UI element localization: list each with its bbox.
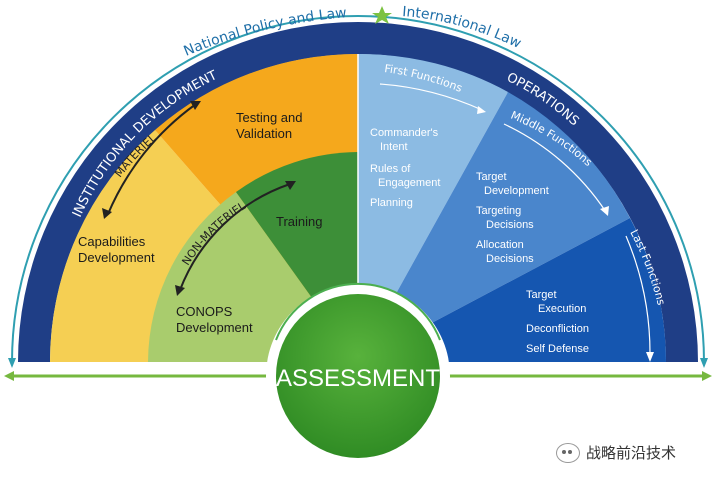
arrow-head-icon xyxy=(477,106,486,114)
middle-functions-arrow xyxy=(503,123,607,213)
first-functions-arrow xyxy=(379,83,483,111)
assessment-circle xyxy=(276,294,440,458)
middle-item-targeting-decisions: Targeting Decisions xyxy=(476,205,534,231)
arrow-left-icon xyxy=(4,371,14,381)
training-label: Training xyxy=(276,214,322,229)
last-functions-arrow xyxy=(625,235,651,357)
materiel-arrow xyxy=(107,103,197,215)
non-materiel-arrow xyxy=(179,183,291,291)
last-item-deconfliction: Deconfliction xyxy=(526,323,589,335)
last-item-execution: Target Execution xyxy=(526,289,586,315)
first-item-rules: Rules of Engagement xyxy=(370,163,440,189)
arrow-head-icon xyxy=(600,206,609,216)
assessment-arc xyxy=(275,282,441,341)
star-icon xyxy=(372,6,392,24)
policy-arc-right xyxy=(357,15,705,363)
capabilities-label: Capabilities Development xyxy=(78,234,155,265)
arrow-head-icon xyxy=(700,358,708,368)
arrow-head-icon xyxy=(8,358,16,368)
arrow-head-icon xyxy=(646,352,654,362)
arrow-head-icon xyxy=(190,101,201,110)
middle-functions-sector xyxy=(358,92,630,362)
conops-label: CONOPS Development xyxy=(176,304,253,335)
policy-arc-left xyxy=(11,15,359,363)
arrow-head-icon xyxy=(102,208,112,219)
watermark: 战略前沿技术 xyxy=(556,442,676,463)
wechat-icon xyxy=(556,442,580,463)
watermark-text: 战略前沿技术 xyxy=(586,444,677,462)
middle-item-allocation: Allocation Decisions xyxy=(476,239,534,265)
arrow-head-icon xyxy=(175,285,185,296)
middle-item-target-dev: Target Development xyxy=(476,171,549,197)
testing-label: Testing and Validation xyxy=(236,110,306,141)
first-item-planning: Planning xyxy=(370,197,413,209)
arrow-head-icon xyxy=(285,181,296,190)
assessment-label: ASSESSMENT xyxy=(276,365,440,392)
first-item-intent: Commander's Intent xyxy=(370,127,441,153)
last-item-self-defense: Self Defense xyxy=(526,343,589,355)
first-functions-sector xyxy=(358,53,508,362)
arrow-right-icon xyxy=(702,371,712,381)
